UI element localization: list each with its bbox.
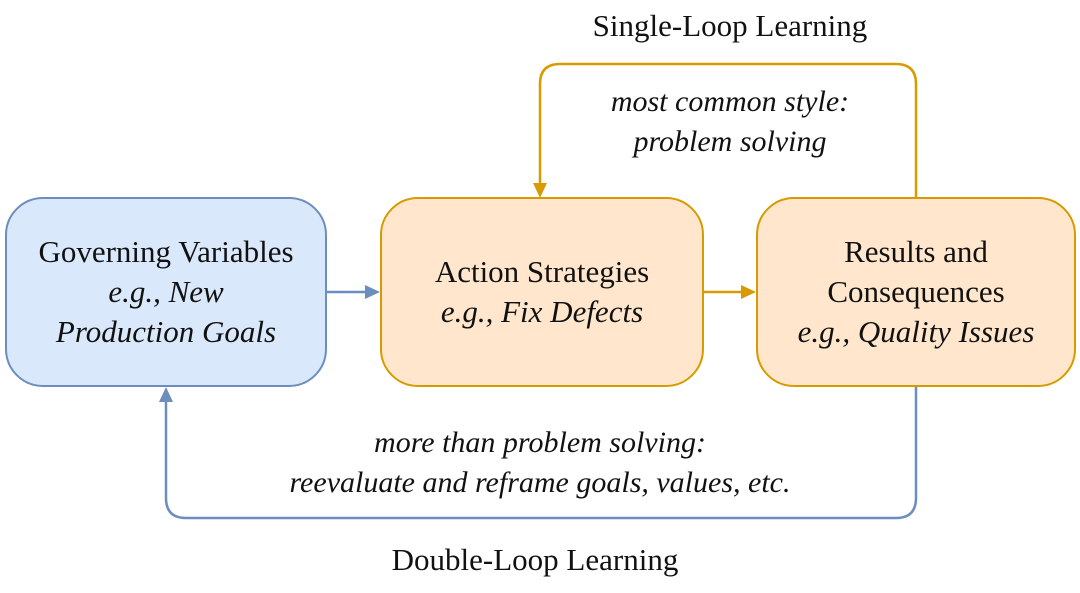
action-to-results-arrowhead <box>741 285 756 299</box>
single-loop-arrowhead <box>533 183 547 198</box>
node-example: e.g., Quality Issues <box>797 314 1035 349</box>
single-loop-title: Single-Loop Learning <box>592 8 868 43</box>
node-example: e.g., New <box>108 274 224 309</box>
double-loop-title: Double-Loop Learning <box>391 542 679 577</box>
node-example: Production Goals <box>55 314 277 349</box>
single-loop-connector <box>538 62 918 197</box>
governing-variables-node: Governing Variables e.g., New Production… <box>5 197 327 387</box>
results-and-consequences-node: Results and Consequences e.g., Quality I… <box>756 197 1076 387</box>
node-title: Consequences <box>827 274 1005 309</box>
node-title: Action Strategies <box>434 254 650 289</box>
single-loop-note-line: most common style: <box>610 85 850 118</box>
double-loop-arrowhead <box>159 387 173 402</box>
action-strategies-node: Action Strategies e.g., Fix Defects <box>380 197 704 387</box>
double-loop-note-line: more than problem solving: <box>374 426 706 459</box>
node-title: Governing Variables <box>38 234 294 269</box>
single-loop-note-line: problem solving <box>633 125 827 158</box>
double-loop-note-line: reevaluate and reframe goals, values, et… <box>289 466 791 499</box>
node-example: e.g., Fix Defects <box>440 294 644 329</box>
node-title: Results and <box>844 234 988 269</box>
double-loop-connector <box>164 387 918 520</box>
single-loop-note: most common style: problem solving <box>560 82 900 162</box>
double-loop-note: more than problem solving: reevaluate an… <box>230 423 850 503</box>
governing-to-action-arrowhead <box>365 285 380 299</box>
